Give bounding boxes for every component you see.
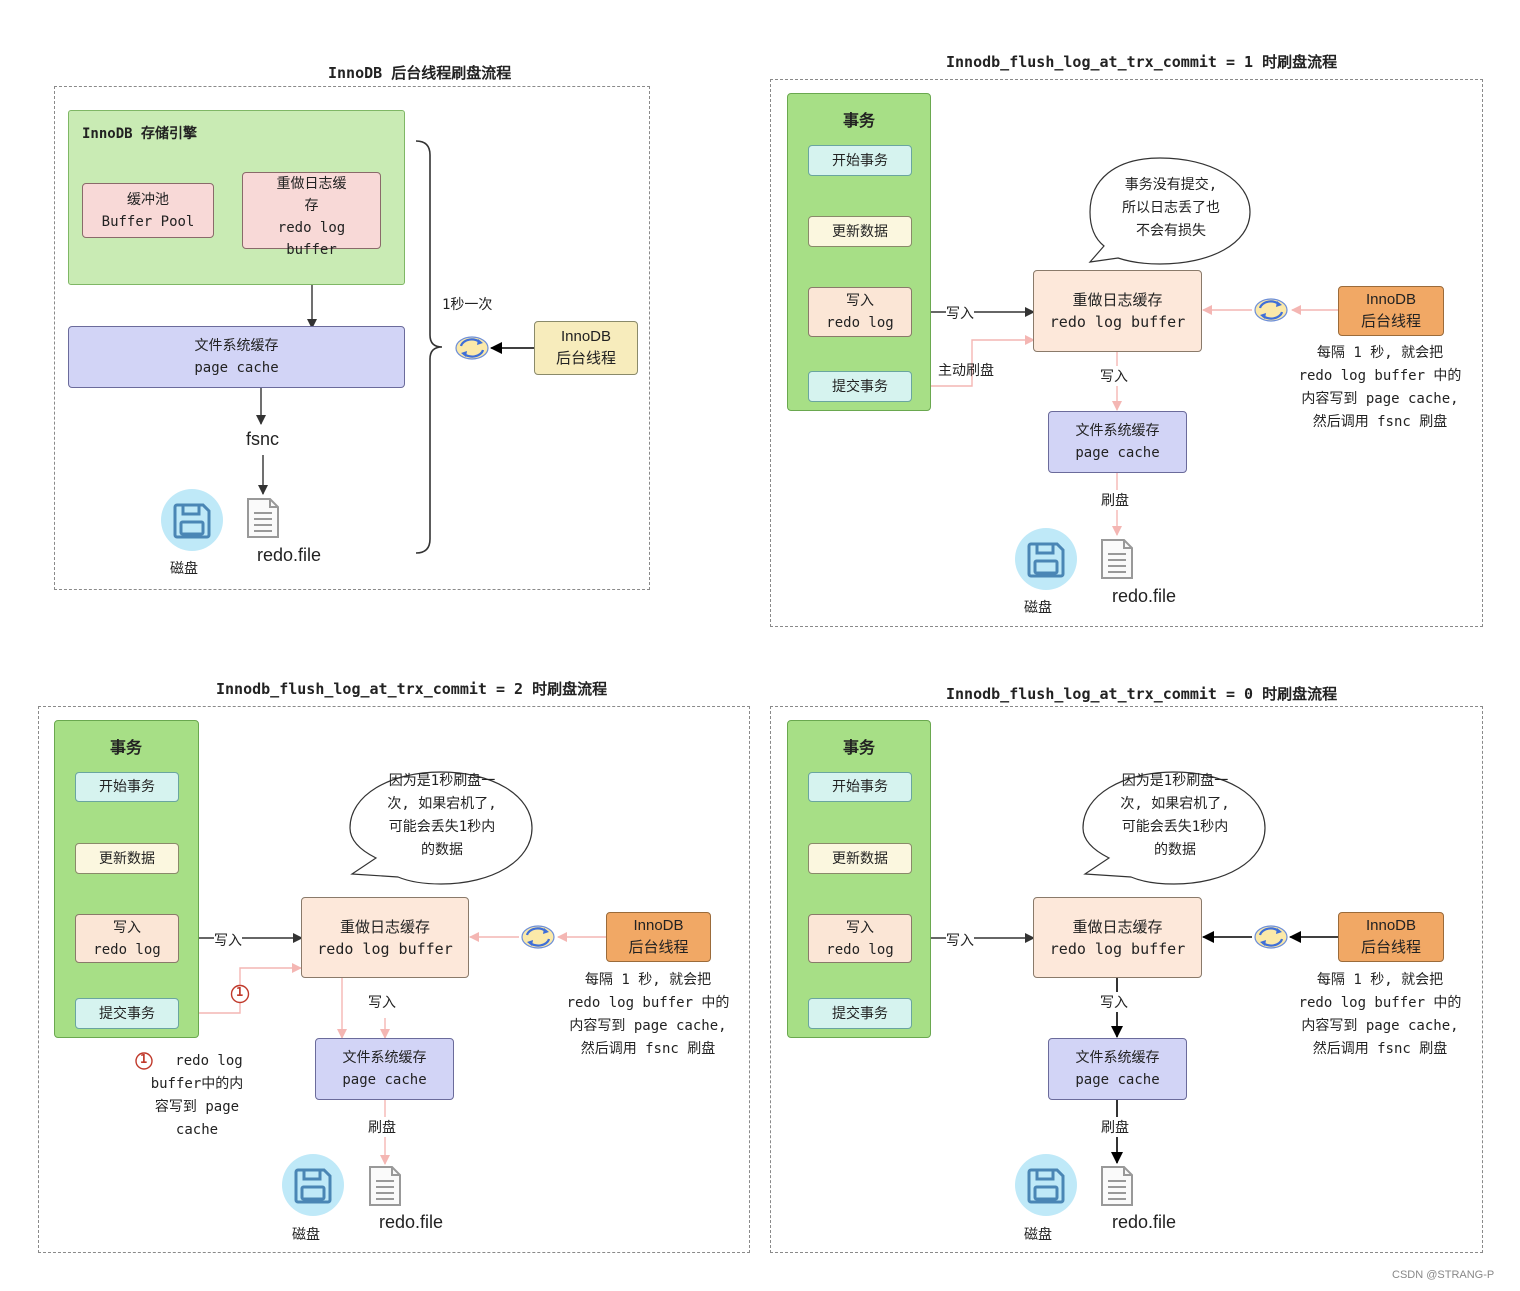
disk-caption: 磁盘 (292, 1227, 320, 1243)
flush-label: 刷盘 (368, 1117, 396, 1137)
redo-log-buffer-box: 重做日志缓存 redo log buffer (1033, 270, 1202, 352)
circle-note: redo log buffer中的内 容写到 page cache (150, 1053, 244, 1138)
step-commit-transaction: 提交事务 (808, 371, 912, 402)
page-cache-box: 文件系统缓存 page cache (1048, 411, 1187, 473)
step-write-redo-log: 写入 redo log (808, 287, 912, 337)
panel2-title: Innodb_flush_log_at_trx_commit = 1 时刷盘流程 (946, 53, 1338, 71)
disk-caption: 磁盘 (170, 561, 198, 577)
step-update-data: 更新数据 (808, 843, 912, 874)
file-caption: redo.file (379, 1212, 444, 1232)
speech-bubble (1082, 771, 1266, 885)
write-label: 写入 (946, 930, 974, 950)
panel2-frame (770, 79, 1483, 627)
background-thread-box: InnoDB 后台线程 (606, 912, 711, 962)
redo-log-buffer-box: 重做日志缓存 redo log buffer (301, 897, 469, 978)
step-start-transaction: 开始事务 (75, 772, 179, 802)
panel1-title: InnoDB 后台线程刷盘流程 (328, 64, 512, 82)
flush-label: 刷盘 (1101, 490, 1129, 510)
file-caption: redo.file (257, 545, 322, 565)
interval-label: 1秒一次 (442, 297, 493, 313)
step-commit-transaction: 提交事务 (808, 998, 912, 1029)
step-start-transaction: 开始事务 (808, 145, 912, 176)
file-caption: redo.file (1112, 1212, 1177, 1232)
page-cache-box: 文件系统缓存 page cache (68, 326, 405, 388)
redo-log-buffer-box: 重做日志缓 存 redo log buffer (242, 172, 381, 258)
circle-number-label: 1 (236, 985, 244, 999)
file-caption: redo.file (1112, 586, 1177, 606)
bubble-text: 因为是1秒刷盘一 次, 如果宕机了, 可能会丢失1秒内 的数据 (387, 773, 497, 858)
background-thread-box: InnoDB 后台线程 (534, 321, 638, 375)
thread-note: 每隔 1 秒, 就会把 redo log buffer 中的 内容写到 page… (566, 972, 730, 1057)
number-badge-icon (230, 984, 250, 1004)
transaction-area (54, 720, 199, 1038)
step-write-redo-log: 写入 redo log (808, 914, 912, 963)
step-write-redo-log: 写入 redo log (75, 914, 179, 963)
speech-bubble (349, 771, 533, 885)
bubble-text: 因为是1秒刷盘一 次, 如果宕机了, 可能会丢失1秒内 的数据 (1120, 773, 1230, 858)
step-commit-transaction: 提交事务 (75, 998, 179, 1029)
write-down-label: 写入 (1100, 992, 1128, 1012)
disk-caption: 磁盘 (1024, 1227, 1052, 1243)
page-cache-box: 文件系统缓存 page cache (1048, 1038, 1187, 1100)
thread-note: 每隔 1 秒, 就会把 redo log buffer 中的 内容写到 page… (1298, 972, 1462, 1057)
fsnc-label: fsnc (246, 429, 280, 449)
page-cache-box: 文件系统缓存 page cache (315, 1038, 454, 1100)
step-update-data: 更新数据 (808, 216, 912, 247)
active-flush-label: 主动刷盘 (938, 363, 994, 379)
write-down-label: 写入 (368, 992, 396, 1012)
transaction-label: 事务 (843, 111, 876, 130)
circle-number-label: 1 (140, 1052, 148, 1066)
watermark: CSDN @STRANG-P (1392, 1269, 1495, 1281)
panel1-frame (54, 86, 650, 590)
background-thread-box: InnoDB 后台线程 (1338, 286, 1444, 336)
transaction-label: 事务 (843, 738, 876, 757)
bubble-text: 事务没有提交, 所以日志丢了也 不会有损失 (1122, 177, 1220, 239)
redo-log-buffer-box: 重做日志缓存 redo log buffer (1033, 897, 1202, 978)
engine-label: InnoDB 存储引擎 (82, 126, 198, 142)
disk-caption: 磁盘 (1024, 600, 1052, 616)
speech-bubble (1088, 157, 1251, 265)
panel3-frame (38, 706, 750, 1253)
write-down-label: 写入 (1100, 366, 1128, 386)
thread-note: 每隔 1 秒, 就会把 redo log buffer 中的 内容写到 page… (1298, 345, 1462, 430)
transaction-label: 事务 (110, 738, 143, 757)
transaction-area (787, 720, 931, 1038)
panel3-title: Innodb_flush_log_at_trx_commit = 2 时刷盘流程 (216, 680, 608, 698)
transaction-area (787, 93, 931, 411)
write-label: 写入 (214, 930, 242, 950)
panel4-frame (770, 706, 1483, 1253)
number-badge-icon (135, 1052, 153, 1070)
flush-label: 刷盘 (1101, 1117, 1129, 1137)
arrow-active-flush (912, 335, 1035, 387)
step-start-transaction: 开始事务 (808, 772, 912, 802)
step-update-data: 更新数据 (75, 843, 179, 874)
write-label: 写入 (946, 303, 974, 323)
background-thread-box: InnoDB 后台线程 (1338, 912, 1444, 962)
buffer-pool-box: 缓冲池 Buffer Pool (82, 183, 214, 238)
brace-icon (415, 140, 443, 554)
panel4-title: Innodb_flush_log_at_trx_commit = 0 时刷盘流程 (946, 685, 1338, 703)
